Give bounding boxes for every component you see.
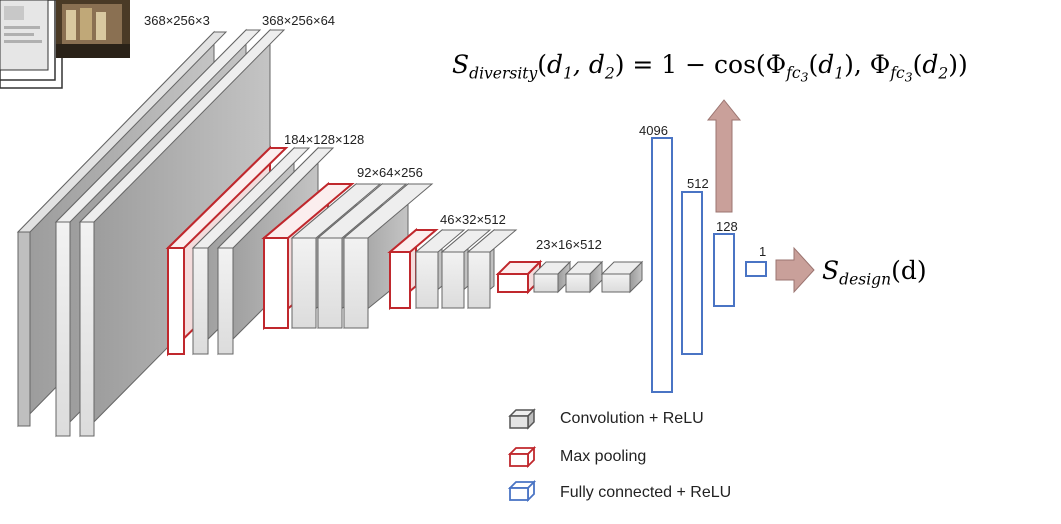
diversity-formula: Sdiversity(d1, d2) = 1 − cos(Φfc3(d1), Φ… <box>452 50 968 86</box>
design-argument: (d) <box>891 256 927 285</box>
fc-layer-128 <box>713 233 735 307</box>
arrow-right-to-design <box>775 246 815 294</box>
conv-block-3 <box>261 181 434 331</box>
label-conv1-size: 368×256×64 <box>262 13 336 28</box>
label-conv3-size: 92×64×256 <box>357 165 423 180</box>
fc-layer-512 <box>681 191 703 355</box>
legend-icons <box>507 408 537 503</box>
formula-diversity-subscript: diversity <box>469 64 538 83</box>
legend-item-conv: Convolution + ReLU <box>546 410 704 428</box>
legend-item-pool: Max pooling <box>546 448 646 466</box>
label-fc1-size: 4096 <box>639 123 668 138</box>
arrows <box>706 99 815 294</box>
design-subscript: design <box>839 270 892 289</box>
conv-block-1 <box>16 28 286 438</box>
fc-layer-4096 <box>651 137 673 393</box>
label-out-size: 1 <box>759 244 767 259</box>
legend-conv-icon <box>508 408 536 430</box>
legend-label-pool: Max pooling <box>560 448 647 465</box>
formula-s-symbol: S <box>452 50 470 79</box>
legend-pool-icon <box>507 445 537 469</box>
fc-layer-1 <box>745 261 767 277</box>
legend-label-fc: Fully connected + ReLU <box>560 484 732 501</box>
legend-item-fc: Fully connected + ReLU <box>546 484 731 502</box>
legend-label-conv: Convolution + ReLU <box>560 410 704 427</box>
design-formula: Sdesign(d) <box>822 258 927 288</box>
conv-block-4 <box>387 227 518 311</box>
conv-block-5 <box>495 259 644 295</box>
label-fc2-size: 512 <box>687 176 709 191</box>
label-fc3-size: 128 <box>716 219 738 234</box>
thumbnail-document-block <box>4 6 24 20</box>
label-conv4-size: 46×32×512 <box>440 212 506 227</box>
input-image-thumbnails <box>0 0 130 89</box>
label-input-size: 368×256×3 <box>144 13 210 28</box>
label-conv2-size: 184×128×128 <box>284 132 365 147</box>
design-s-symbol: S <box>822 256 840 285</box>
fully-connected-layers <box>651 137 767 393</box>
legend-fc-icon <box>507 479 537 503</box>
label-conv5-size: 23×16×512 <box>536 237 602 252</box>
arrow-up-to-diversity <box>706 99 742 213</box>
